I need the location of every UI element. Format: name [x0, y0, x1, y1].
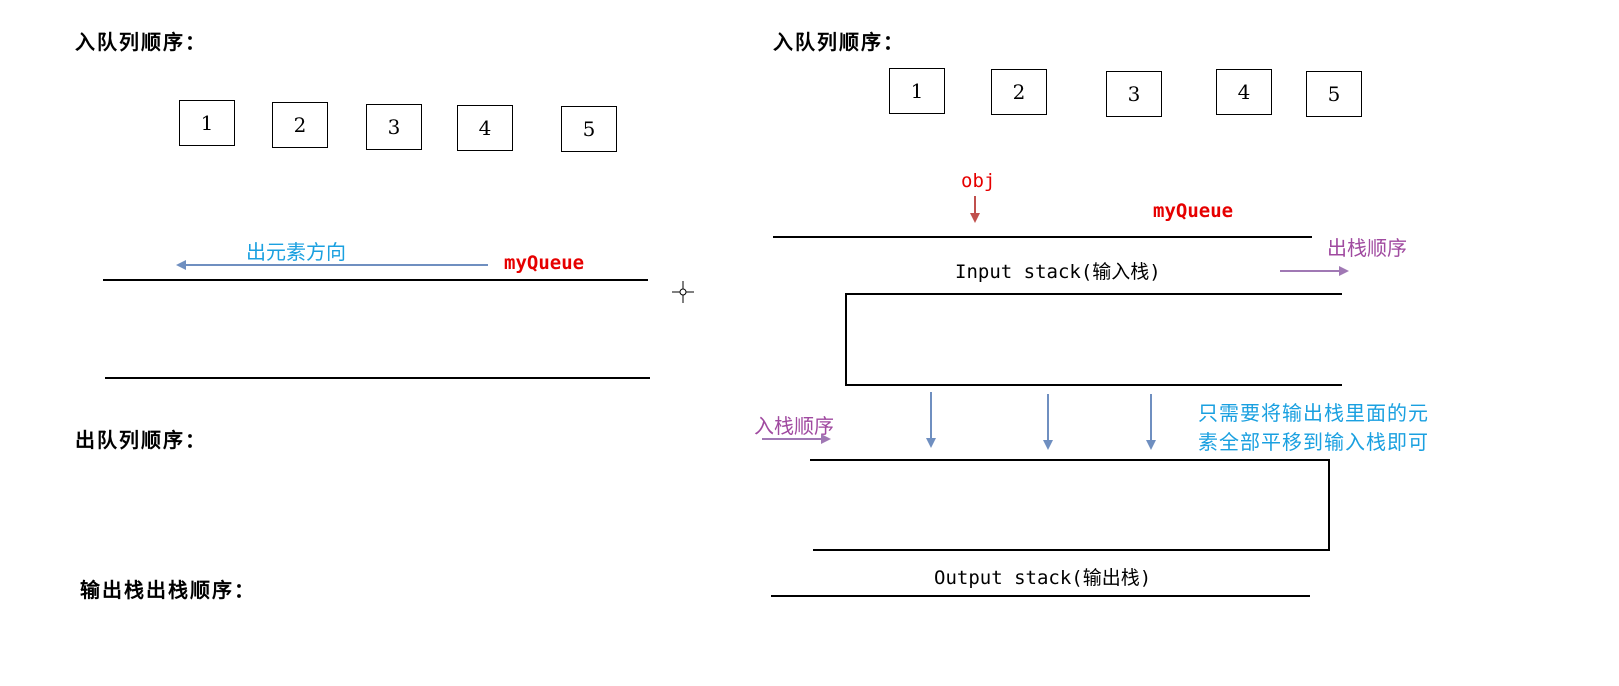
right-box-4: 4 [1216, 69, 1272, 115]
left-output-stack-heading: 输出栈出栈顺序： [80, 578, 256, 602]
output-stack-right-wall [1328, 459, 1330, 551]
right-box-2: 2 [991, 69, 1047, 115]
left-box-1: 1 [179, 100, 235, 146]
input-stack-upper-line [845, 293, 1342, 295]
left-box-2: 2 [272, 102, 328, 148]
note-line-2: 素全部平移到输入栈即可 [1198, 430, 1429, 454]
right-box-3: 3 [1106, 71, 1162, 117]
output-stack-bottom-line [771, 595, 1310, 597]
right-box-1: 1 [889, 68, 945, 114]
left-direction-label: 出元素方向 [246, 240, 346, 264]
push-order-label: 入栈顺序 [754, 414, 834, 438]
left-dequeue-heading: 出队列顺序： [75, 428, 207, 452]
input-stack-label: Input stack(输入栈) [955, 261, 1161, 283]
right-enqueue-heading: 入队列顺序： [773, 30, 905, 54]
pop-order-label: 出栈顺序 [1327, 236, 1407, 260]
left-queue-bottom-line [105, 377, 650, 379]
left-enqueue-heading: 入队列顺序： [75, 30, 207, 54]
left-box-3: 3 [366, 104, 422, 150]
left-queue-top-line [103, 279, 648, 281]
output-stack-upper-line [810, 459, 1330, 461]
right-obj-label: obj [961, 170, 996, 192]
input-stack-lower-line [845, 384, 1342, 386]
output-stack-lower-line [813, 549, 1330, 551]
crosshair-cursor-icon [672, 281, 694, 303]
output-stack-label: Output stack(输出栈) [934, 567, 1152, 589]
right-queue-label: myQueue [1153, 200, 1234, 222]
left-box-5: 5 [561, 106, 617, 152]
right-box-5: 5 [1306, 71, 1362, 117]
left-queue-label: myQueue [504, 252, 585, 274]
input-stack-top-line [773, 236, 1312, 238]
left-box-4: 4 [457, 105, 513, 151]
input-stack-left-wall [845, 293, 847, 385]
note-line-1: 只需要将输出栈里面的元 [1198, 401, 1429, 425]
